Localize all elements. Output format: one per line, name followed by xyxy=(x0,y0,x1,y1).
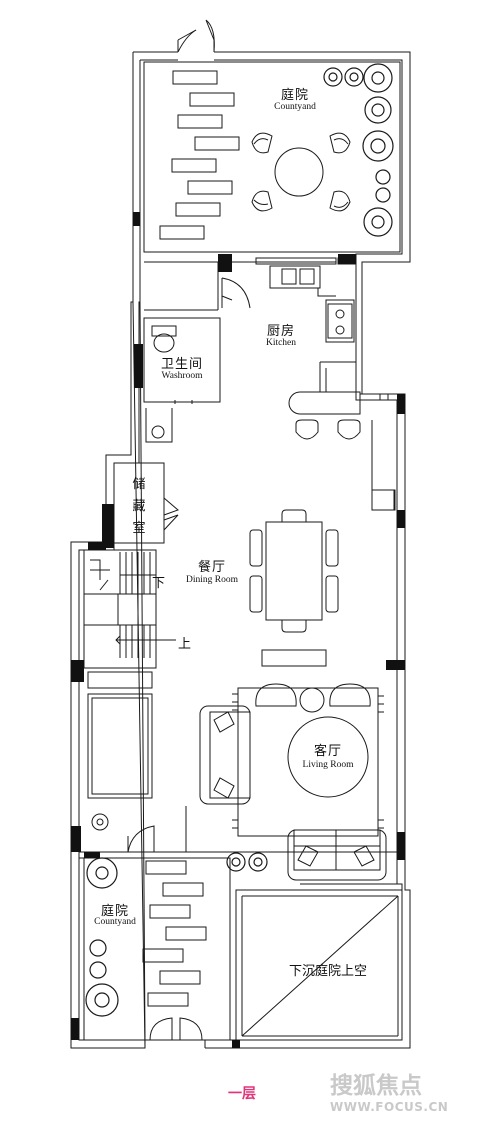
potted-plant xyxy=(91,813,109,831)
stair-treads-upper xyxy=(119,552,151,594)
floor-caption: 一层 xyxy=(228,1086,256,1102)
living-room-furniture xyxy=(199,683,387,881)
stove xyxy=(325,299,355,343)
kitchen-walls xyxy=(144,257,361,440)
staircase xyxy=(83,549,176,669)
paving-stones-top xyxy=(159,70,240,240)
courtyard-bottom-label-zh: 庭院 xyxy=(100,904,129,919)
sunken-void xyxy=(235,889,403,1041)
bar-stool-right xyxy=(337,419,361,440)
bottom-gate xyxy=(144,1017,206,1048)
console-table xyxy=(261,649,327,667)
courtyard-top-label-zh: 庭院 xyxy=(280,88,309,103)
storage-room xyxy=(113,462,179,544)
bar-stool-left xyxy=(295,419,319,440)
stair-up-label: 上 xyxy=(178,637,192,652)
watermark-brand: 搜狐焦点 xyxy=(330,1073,422,1099)
storage-label: 储藏室 xyxy=(132,477,146,536)
top-gate xyxy=(177,19,215,53)
left-rug xyxy=(87,693,153,799)
stair-down-label: 下 xyxy=(152,576,166,591)
sofa-left xyxy=(199,705,251,805)
washroom-label-zh: 卫生间 xyxy=(160,357,203,372)
courtyard-bottom-label-en: Countyand xyxy=(94,917,136,927)
stair-treads-lower xyxy=(119,625,151,658)
living-label-en: Living Room xyxy=(302,760,354,770)
dining-label-en: Dining Room xyxy=(186,575,238,585)
rug xyxy=(237,687,379,837)
kitchen-counter xyxy=(288,391,361,415)
living-label-zh: 客厅 xyxy=(313,744,342,759)
courtyard-top-label-en: Countyand xyxy=(274,102,316,112)
watermark-url: WWW.FOCUS.CN xyxy=(330,1100,449,1114)
shelf xyxy=(87,671,153,689)
courtyard-bottom-frame xyxy=(83,857,231,1041)
coffee-table xyxy=(287,716,369,798)
paving-stones-bottom xyxy=(142,860,207,1007)
washroom-label-en: Washroom xyxy=(161,371,203,381)
armchair-right xyxy=(329,683,371,707)
kitchen-label-en: Kitchen xyxy=(265,338,297,348)
round-table-set xyxy=(251,132,351,212)
wall-columns xyxy=(71,212,405,1048)
dining-table-set xyxy=(249,509,339,633)
dining-label-zh: 餐厅 xyxy=(197,560,226,575)
washroom xyxy=(143,317,221,443)
armchair-left xyxy=(255,683,297,707)
kitchen-label-zh: 厨房 xyxy=(266,324,295,339)
courtyard-top-frame xyxy=(143,61,401,253)
sunken-void-label: 下沉庭院上空 xyxy=(288,964,367,979)
shrubs-bottom xyxy=(85,852,268,1017)
shrubs-top xyxy=(323,63,394,237)
lower-door xyxy=(127,806,187,853)
